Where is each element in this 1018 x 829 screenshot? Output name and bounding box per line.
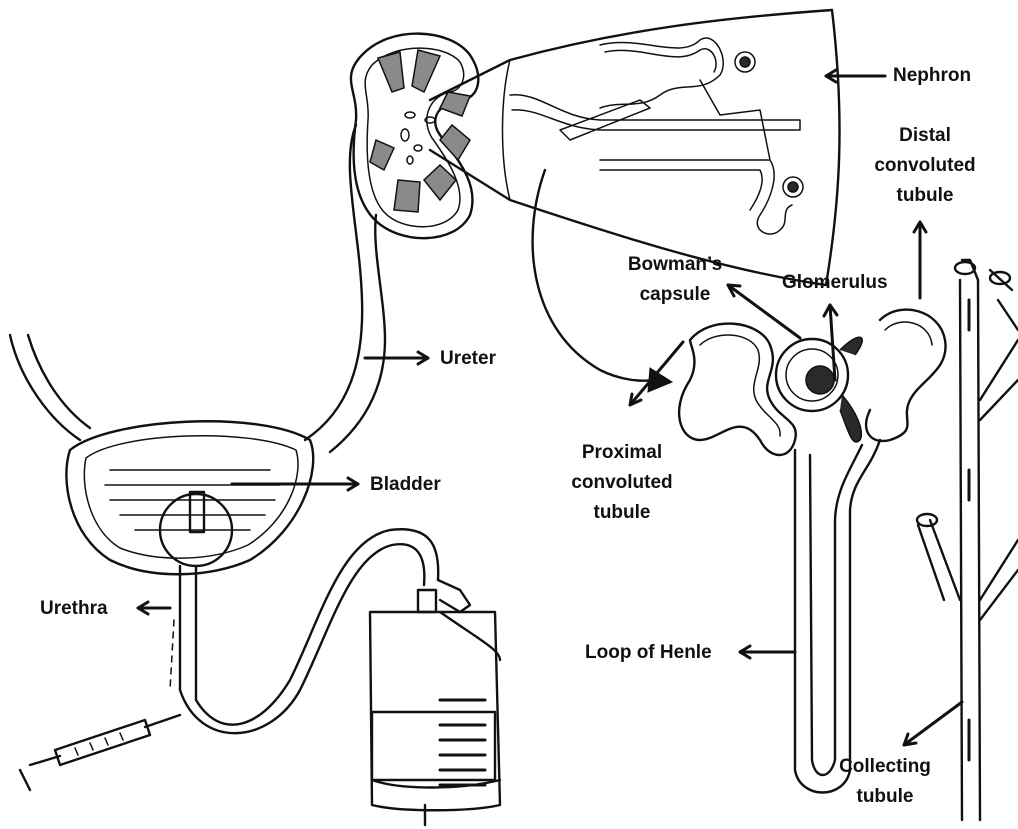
label-urethra: Urethra — [40, 594, 108, 624]
loop-arrow — [740, 646, 795, 658]
label-distal-convoluted-tubule: Distal convoluted tubule — [866, 121, 984, 211]
distal-arrow — [914, 222, 926, 298]
label-proximal-line3: tubule — [562, 498, 682, 528]
label-proximal-convoluted-tubule: Proximal convoluted tubule — [562, 438, 682, 528]
label-distal-line2: convoluted — [866, 151, 984, 181]
label-distal-line1: Distal — [866, 121, 984, 151]
detailed-nephron — [679, 260, 1018, 820]
label-bowmans-line2: capsule — [620, 280, 730, 310]
label-urethra-text: Urethra — [40, 598, 108, 619]
label-proximal-line1: Proximal — [562, 438, 682, 468]
nephron-magnification — [430, 10, 840, 285]
label-collecting-tubule: Collecting tubule — [829, 752, 941, 812]
ureter-arrow — [365, 352, 428, 364]
bladder-arrow — [232, 478, 358, 490]
label-loop-of-henle: Loop of Henle — [585, 638, 712, 668]
collecting-arrow — [904, 702, 962, 745]
label-glomerulus: Glomerulus — [782, 268, 888, 298]
label-collecting-line2: tubule — [829, 782, 941, 812]
drainage-bag — [370, 612, 500, 825]
label-distal-line3: tubule — [866, 181, 984, 211]
ureter-illustration — [10, 125, 385, 452]
label-ureter: Ureter — [440, 344, 496, 374]
label-nephron-text: Nephron — [893, 65, 971, 86]
catheter-tubing — [180, 529, 470, 733]
label-loop-of-henle-text: Loop of Henle — [585, 642, 712, 663]
label-proximal-line2: convoluted — [562, 468, 682, 498]
syringe — [20, 715, 180, 790]
bladder-illustration — [66, 421, 313, 700]
label-bladder: Bladder — [370, 470, 441, 500]
label-nephron: Nephron — [893, 61, 971, 91]
label-bowmans-line1: Bowman’s — [620, 250, 730, 280]
proximal-arrow — [630, 342, 683, 405]
label-ureter-text: Ureter — [440, 348, 496, 369]
label-bladder-text: Bladder — [370, 474, 441, 495]
kidney-illustration — [351, 34, 478, 239]
label-glomerulus-text: Glomerulus — [782, 272, 888, 293]
urethra-arrow — [138, 602, 170, 614]
label-collecting-line1: Collecting — [829, 752, 941, 782]
nephron-arrow — [826, 70, 885, 82]
label-bowmans-capsule: Bowman’s capsule — [620, 250, 730, 310]
